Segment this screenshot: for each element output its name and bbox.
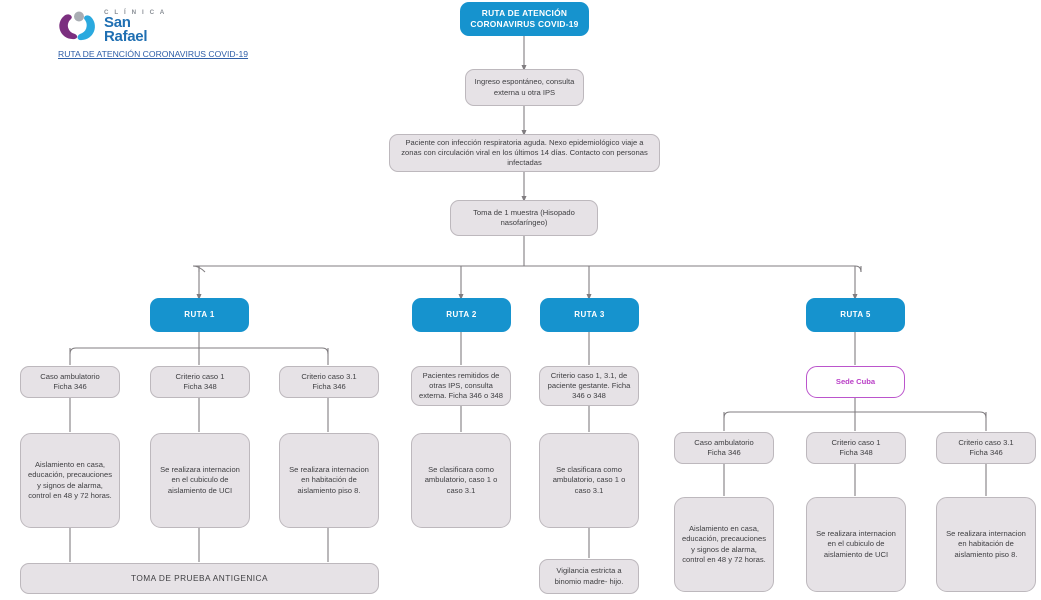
- ruta5-criteria-2[interactable]: Criterio caso 1 Ficha 348: [806, 432, 906, 464]
- brand-wordmark: C L Í N I C A San Rafael: [104, 9, 166, 45]
- node-root[interactable]: RUTA DE ATENCIÓN CORONAVIRUS COVID-19: [460, 2, 589, 36]
- ruta5-criteria-3[interactable]: Criterio caso 3.1 Ficha 346: [936, 432, 1036, 464]
- ruta3-followup[interactable]: Vigilancia estricta a binomio madre- hij…: [539, 559, 639, 594]
- ruta1-action-3[interactable]: Se realizara internacion en habitación d…: [279, 433, 379, 528]
- ruta1-action-1[interactable]: Aislamiento en casa, educación, precauci…: [20, 433, 120, 528]
- ruta5-action-3[interactable]: Se realizara internacion en habitación d…: [936, 497, 1036, 592]
- brand-clinica-label: C L Í N I C A: [104, 9, 167, 16]
- ruta5-site-sede-cuba[interactable]: Sede Cuba: [806, 366, 905, 398]
- clinic-person-logo-icon: [58, 8, 98, 42]
- node-sample[interactable]: Toma de 1 muestra (Hisopado nasofaríngeo…: [450, 200, 598, 236]
- node-criteria[interactable]: Paciente con infección respiratoria agud…: [389, 134, 660, 172]
- ruta5-criteria-1[interactable]: Caso ambulatorio Ficha 346: [674, 432, 774, 464]
- node-ruta-2[interactable]: RUTA 2: [412, 298, 511, 332]
- node-ruta-5[interactable]: RUTA 5: [806, 298, 905, 332]
- brand-name-san: San: [104, 14, 131, 31]
- ruta3-action[interactable]: Se clasificara como ambulatorio, caso 1 …: [539, 433, 639, 528]
- node-intake[interactable]: Ingreso espontáneo, consulta externa u o…: [465, 69, 584, 106]
- ruta1-criteria-3[interactable]: Criterio caso 3.1 Ficha 346: [279, 366, 379, 398]
- ruta2-action[interactable]: Se clasificara como ambulatorio, caso 1 …: [411, 433, 511, 528]
- brand-name-rafael: Rafael: [104, 28, 148, 46]
- ruta5-action-1[interactable]: Aislamiento en casa, educación, precauci…: [674, 497, 774, 592]
- ruta3-criteria[interactable]: Criterio caso 1, 3.1, de paciente gestan…: [539, 366, 639, 406]
- node-ruta-3[interactable]: RUTA 3: [540, 298, 639, 332]
- ruta1-criteria-1[interactable]: Caso ambulatorio Ficha 346: [20, 366, 120, 398]
- ruta2-criteria[interactable]: Pacientes remitidos de otras IPS, consul…: [411, 366, 511, 406]
- ruta5-action-2[interactable]: Se realizara internacion en el cubiculo …: [806, 497, 906, 592]
- ruta1-criteria-2[interactable]: Criterio caso 1 Ficha 348: [150, 366, 250, 398]
- ruta1-footer-bar[interactable]: TOMA DE PRUEBA ANTIGENICA: [20, 563, 379, 594]
- document-title: RUTA DE ATENCIÓN CORONAVIRUS COVID-19: [58, 49, 249, 59]
- ruta1-action-2[interactable]: Se realizara internacion en el cubiculo …: [150, 433, 250, 528]
- node-ruta-1[interactable]: RUTA 1: [150, 298, 249, 332]
